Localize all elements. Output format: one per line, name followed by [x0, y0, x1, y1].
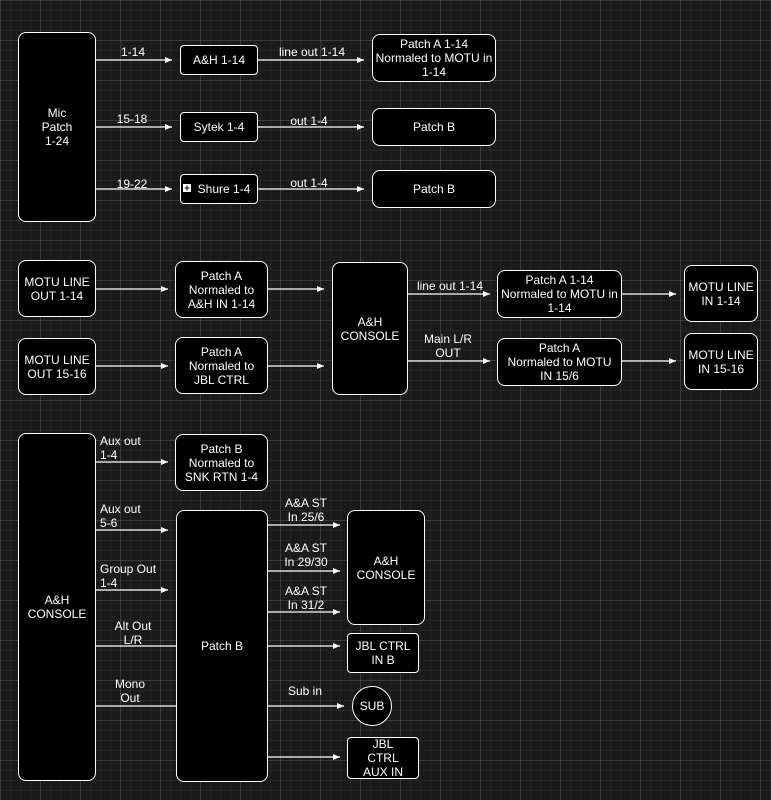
- ah-console-right-node: A&H CONSOLE: [347, 510, 425, 625]
- motu-line-out-15-16-node: MOTU LINE OUT 15-16: [18, 338, 96, 395]
- mic-patch-node: Mic Patch 1-24: [18, 32, 96, 222]
- patch-b-shure-node: Patch B: [372, 170, 496, 208]
- edge-label-mic-15-18: 15-18: [116, 112, 148, 126]
- edge-label-st-29: A&A ST In 29/30: [284, 541, 328, 569]
- edge-label-out-1-4-sytek: out 1-4: [290, 114, 328, 128]
- edge-label-mono-out: Mono Out: [114, 677, 146, 705]
- edge-label-st-25: A&A ST In 25/6: [284, 496, 328, 524]
- patch-a-ah-in-node: Patch A Normaled to A&H IN 1-14: [175, 261, 268, 318]
- sub-node: SUB: [352, 686, 392, 726]
- motu-line-in-1-14-node: MOTU LINE IN 1-14: [684, 265, 758, 322]
- edge-label-group-out: Group Out 1-4: [100, 562, 157, 590]
- edge-label-alt-out: Alt Out L/R: [114, 619, 152, 647]
- expand-plus-icon[interactable]: +: [183, 183, 191, 193]
- motu-line-out-1-14-node: MOTU LINE OUT 1-14: [18, 260, 96, 317]
- ah-console-left-node: A&H CONSOLE: [18, 433, 96, 781]
- ah-1-14-node: A&H 1-14: [180, 45, 258, 75]
- patch-a-motu-15-node: Patch A Normaled to MOTU IN 15/6: [497, 338, 622, 386]
- edge-label-sub-in: Sub in: [287, 684, 323, 698]
- jbl-ctrl-aux-in-node: JBL CTRL AUX IN: [347, 737, 419, 779]
- patch-a-1-14-top-node: Patch A 1-14 Normaled to MOTU in 1-14: [372, 34, 496, 82]
- ah-console-mid-node: A&H CONSOLE: [332, 262, 408, 395]
- edge-label-line-out-top: line out 1-14: [278, 45, 346, 59]
- patch-b-snk-node: Patch B Normaled to SNK RTN 1-4: [175, 434, 268, 491]
- patch-b-main-node: Patch B: [176, 510, 268, 782]
- patch-a-1-14-mid-node: Patch A 1-14 Normaled to MOTU in 1-14: [497, 270, 622, 318]
- sytek-node: Sytek 1-4: [180, 112, 258, 142]
- patch-b-sytek-node: Patch B: [372, 108, 496, 146]
- jbl-ctrl-in-b-node: JBL CTRL IN B: [347, 633, 419, 673]
- motu-line-in-15-16-node: MOTU LINE IN 15-16: [684, 333, 758, 390]
- edge-label-line-out-mid: line out 1-14: [416, 279, 484, 293]
- shure-node: + Shure 1-4: [180, 174, 258, 204]
- edge-label-out-1-4-shure: out 1-4: [290, 176, 328, 190]
- edge-label-st-31: A&A ST In 31/2: [284, 584, 328, 612]
- patch-a-jbl-ctrl-node: Patch A Normaled to JBL CTRL: [175, 337, 268, 394]
- edge-label-aux-out-5-6: Aux out 5-6: [100, 502, 141, 530]
- edge-label-mic-19-22: 19-22: [116, 177, 148, 191]
- edge-label-mic-1-14: 1-14: [120, 45, 146, 59]
- shure-label: Shure 1-4: [197, 182, 251, 196]
- edge-label-main-lr-out: Main L/R OUT: [423, 332, 473, 360]
- edge-label-aux-out-1-4: Aux out 1-4: [100, 434, 141, 462]
